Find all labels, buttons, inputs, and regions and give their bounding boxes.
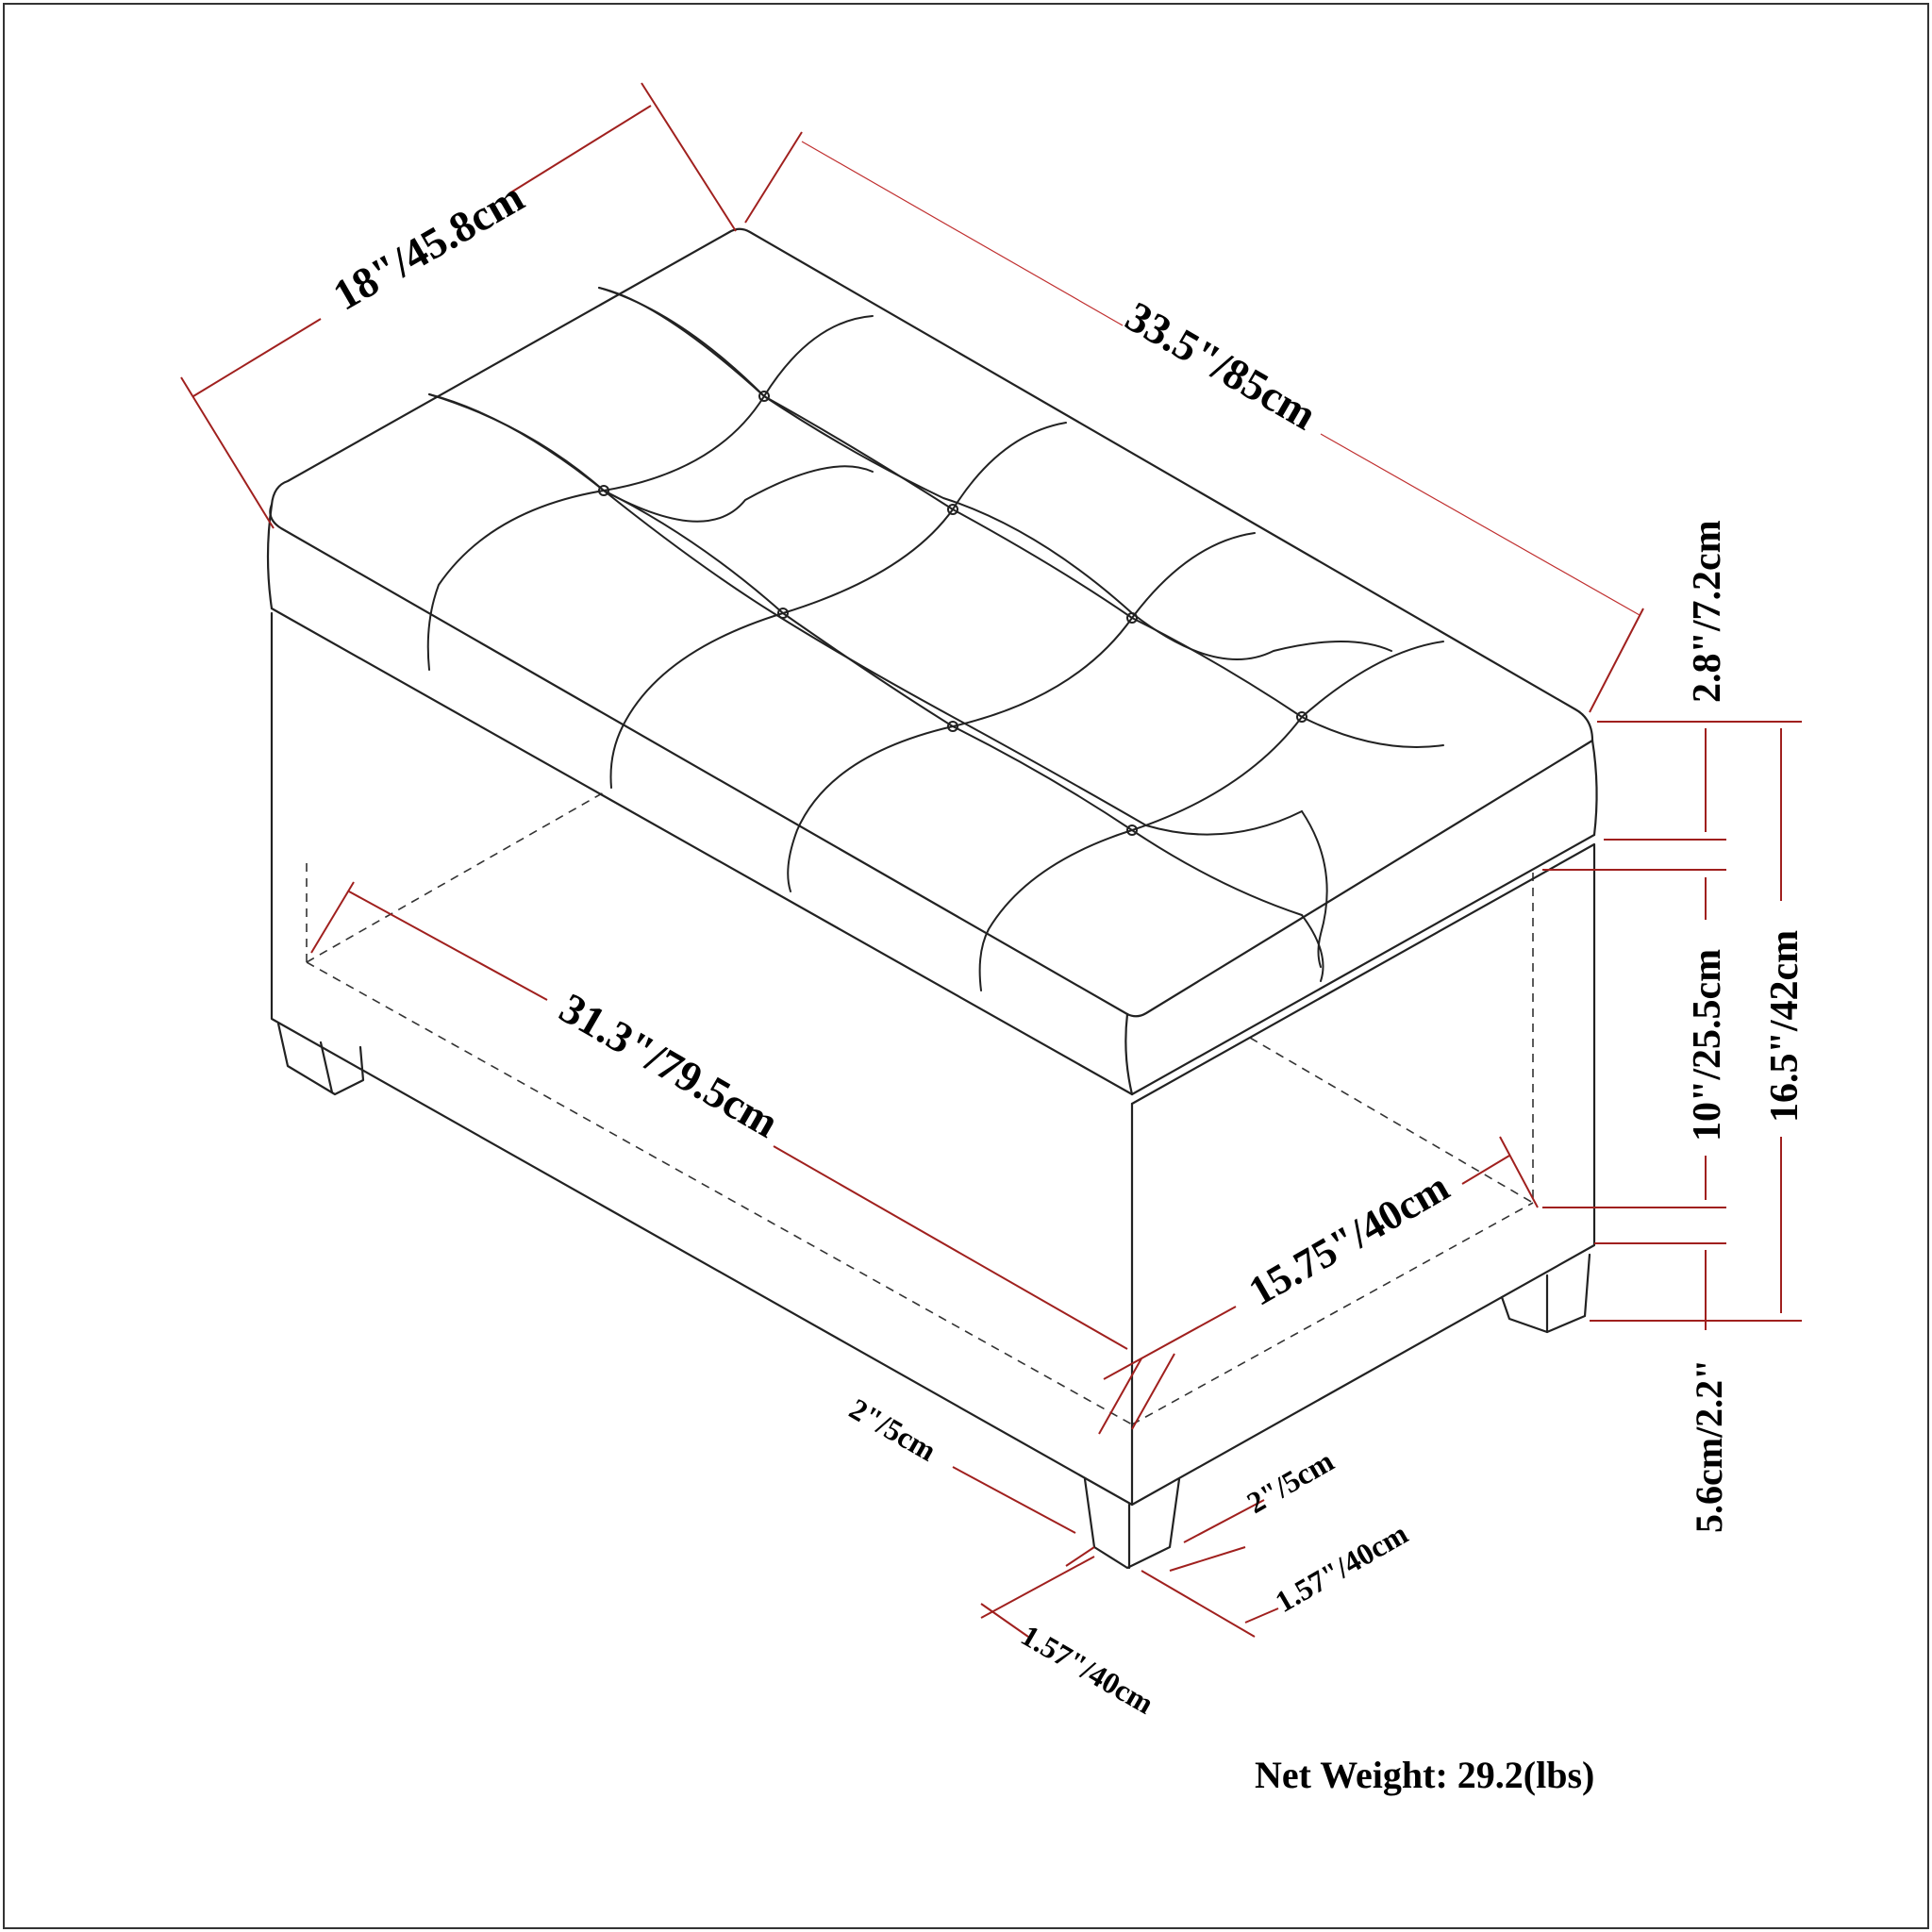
box-lid-seam-right	[1130, 833, 1596, 1096]
length-extension-right	[1589, 608, 1644, 713]
tuft-seam-long-7	[1131, 617, 1444, 748]
lid-right-corner-side	[1591, 739, 1598, 837]
box-right-face	[1130, 842, 1596, 1507]
leg-back-left	[276, 1022, 365, 1096]
depth-extension-left	[180, 376, 275, 529]
length-dim-line-b	[1320, 433, 1641, 616]
label-body-height: 10"/25.5cm	[1686, 949, 1729, 1141]
tuft-button	[947, 721, 958, 732]
lid-front-corner-side	[1124, 1012, 1134, 1096]
hidden-inner-back-right	[1249, 1037, 1534, 1204]
tuft-seam-long-2	[598, 287, 1392, 660]
leg-width-right-line	[1141, 1570, 1256, 1638]
tuft-button	[947, 504, 958, 515]
leg-offset-left-line	[952, 1466, 1076, 1534]
label-leg-height: 5.6cm/2.2"	[1688, 1359, 1730, 1533]
label-length-top: 33.5"/85cm	[1118, 291, 1324, 439]
inner-depth-line-a	[1103, 1306, 1237, 1380]
tuft-button	[1296, 711, 1307, 723]
inner-length-ext-right	[1098, 1357, 1142, 1435]
inner-depth-ext-right	[1499, 1136, 1539, 1208]
leg-offset-right-line	[1183, 1499, 1265, 1543]
depth-dim-line-a	[192, 318, 322, 397]
label-leg-width-left: 1.57"/40cm	[1016, 1618, 1160, 1721]
tuft-seam-long-2b	[428, 393, 1303, 836]
tuft-seam-short-1	[426, 315, 874, 671]
leg-ext-2	[1169, 1546, 1246, 1572]
tuft-button	[598, 485, 609, 496]
tuft-button	[1126, 612, 1138, 624]
lid-top-surface	[270, 227, 1594, 742]
label-total-height: 16.5"/42cm	[1763, 930, 1807, 1123]
hidden-inner-front-bottom	[306, 961, 1133, 1425]
depth-dim-line-b	[508, 105, 652, 194]
leg-right-back	[1500, 1253, 1591, 1334]
lid-front-left-side	[266, 503, 274, 610]
tuft-seam-long-1	[428, 393, 874, 523]
box-lid-seam-front	[270, 607, 1134, 1096]
tuft-seam-short-4	[978, 641, 1444, 991]
inner-depth-line-b	[1461, 1155, 1510, 1185]
inner-length-line-a	[348, 891, 548, 1001]
label-leg-width-right: 1.57"/40cm	[1270, 1516, 1414, 1619]
leg-ext-1	[1065, 1546, 1095, 1567]
leg-ext-4	[1244, 1607, 1279, 1624]
tuft-seam-long-5	[603, 490, 954, 727]
tuft-seam-long-3	[598, 287, 765, 397]
label-inner-length: 31.3"/79.5cm	[552, 983, 787, 1146]
length-dim-line-a	[801, 141, 1124, 326]
tuft-button	[1126, 824, 1138, 836]
dimension-labels: 18"/45.8cm 33.5"/85cm 2.8"/7.2cm 10"/25.…	[325, 173, 1807, 1796]
leg-width-left-line	[980, 1556, 1095, 1619]
depth-extension-right	[641, 82, 737, 232]
tuft-button	[758, 391, 770, 402]
tuft-seam-long-6	[952, 725, 1303, 916]
tuft-seam-short-5	[1301, 810, 1328, 968]
leg-back-left-edge	[319, 1041, 334, 1094]
image-frame	[3, 3, 1929, 1929]
hidden-inner-right-bottom	[1131, 1202, 1534, 1425]
tuft-seam-short-6	[1301, 914, 1324, 982]
label-leg-offset-left: 2"/5cm	[844, 1391, 942, 1468]
box-front-face	[270, 611, 1134, 1507]
leg-front-corner	[1083, 1477, 1181, 1570]
label-leg-offset-right: 2"/5cm	[1241, 1443, 1340, 1520]
inner-length-line-b	[773, 1145, 1128, 1350]
tuft-seam-short-2	[609, 422, 1067, 789]
tuft-buttons	[598, 391, 1307, 836]
tuft-seam-short-3	[787, 532, 1256, 892]
label-lid-height: 2.8"/7.2cm	[1686, 520, 1729, 703]
inner-depth-ext-left	[1131, 1353, 1175, 1430]
label-depth-top: 18"/45.8cm	[325, 173, 532, 320]
length-extension-left	[744, 131, 803, 224]
hidden-inner-bottom-back	[306, 791, 605, 963]
lid-right-top-edge	[1125, 739, 1594, 1018]
inner-length-ext-left	[310, 881, 355, 954]
lid-front-top-edge	[269, 503, 1129, 1016]
net-weight: Net Weight: 29.2(lbs)	[1255, 1754, 1594, 1796]
ottoman-body	[266, 227, 1598, 1570]
dimension-lines	[180, 82, 1802, 1638]
leg-ext-3	[980, 1603, 1029, 1638]
tuft-button	[777, 608, 789, 619]
label-inner-depth: 15.75"/40cm	[1241, 1163, 1457, 1314]
